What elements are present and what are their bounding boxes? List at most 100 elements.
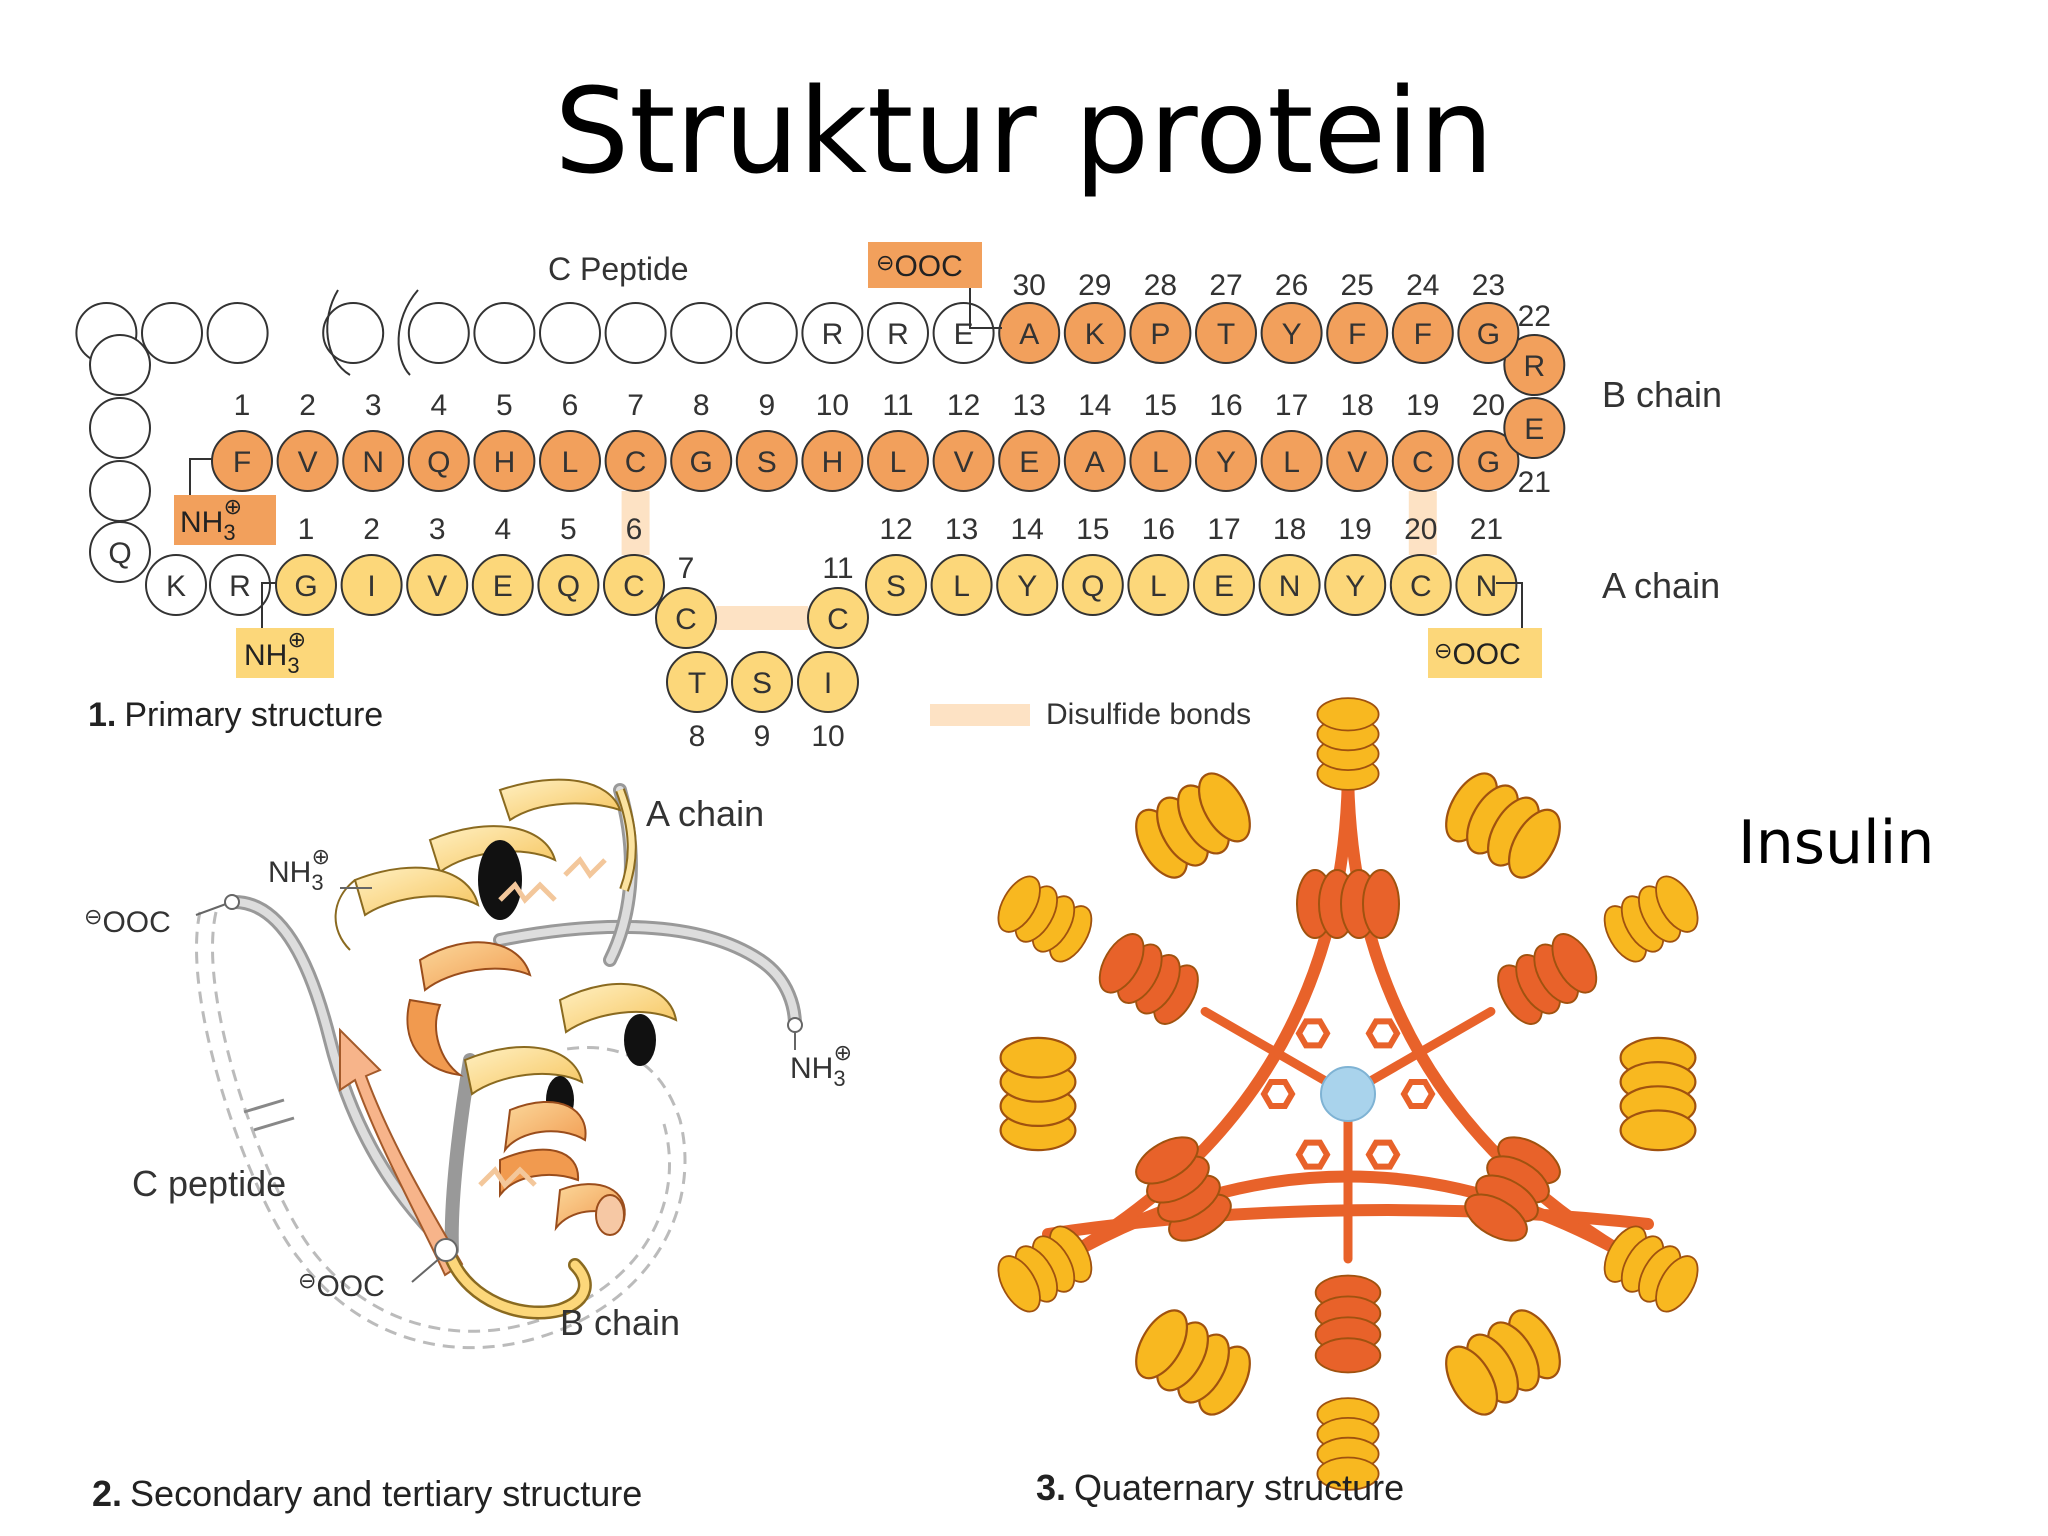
b-chain-number: 14 (1078, 389, 1111, 422)
b-chain-number: 17 (1275, 389, 1308, 422)
hexamer-helix (999, 1036, 1077, 1152)
c-peptide-residue-circle (801, 302, 864, 364)
b-ooc-box (868, 242, 982, 288)
a-chain-residue-letter: C (623, 570, 645, 603)
b-chain-residue: R (1503, 334, 1566, 396)
b-chain-number: 27 (1209, 269, 1242, 302)
b-chain-residue-circle (211, 430, 273, 492)
a-chain-residue: C (603, 554, 665, 616)
secondary-caption: 2.Secondary and tertiary structure (92, 1473, 642, 1514)
c-peptide-residue-circle (867, 302, 929, 364)
b-chain-residue-circle (932, 430, 995, 492)
b-chain-residue-letter: N (362, 446, 384, 479)
a-chain-residue-letter: G (294, 570, 317, 603)
a-chain-number: 12 (879, 513, 912, 546)
c-peptide-residue: R (209, 554, 271, 616)
a-chain-residue-letter: E (493, 570, 513, 603)
a-chain-gray-loop-inner (496, 922, 799, 1029)
b-chain-residue: L (539, 430, 601, 492)
a-chain-number: 5 (560, 513, 577, 546)
b-chain-number: 30 (1013, 269, 1046, 302)
a-chain-residue-circle (930, 554, 993, 616)
c-peptide-dashed-path-2 (211, 911, 672, 1333)
a-chain-residue-letter: Y (1345, 570, 1365, 603)
b-chain-beta-strand (339, 1027, 464, 1277)
a-chain-residue: C (807, 587, 869, 649)
a-chain-number: 13 (945, 513, 978, 546)
b-chain-residue: S (735, 430, 798, 492)
a-chain-number: 16 (1142, 513, 1175, 546)
histidine-ring (1365, 1018, 1401, 1049)
sec-ooc-left-connector (195, 903, 227, 916)
a-chain-residue: V (406, 554, 469, 616)
a-chain-residue: N (1455, 554, 1518, 616)
b-chain-number: 24 (1406, 269, 1439, 302)
c-peptide-residue-letter: Q (108, 537, 131, 570)
a-chain-number: 1 (298, 513, 315, 546)
a-chain-residue: I (797, 651, 859, 713)
b-chain-residue-circle (1260, 302, 1323, 364)
a-nh3-label: NH3⊕ (244, 627, 306, 678)
b-chain-residue-circle (1503, 334, 1566, 396)
b-chain-residue-letter: V (1347, 446, 1367, 479)
b-chain-number: 23 (1472, 269, 1505, 302)
a-chain-residue-letter: S (752, 667, 772, 700)
b-chain-residue-letter: F (1414, 318, 1432, 351)
hexamer-helix-turn (1507, 808, 1561, 879)
b-chain-residue-letter: L (890, 446, 907, 479)
primary-caption: 1.Primary structure (88, 696, 383, 734)
b-chain-residue: N (342, 430, 405, 492)
a-chain-number: 19 (1339, 513, 1372, 546)
hexamer-helix (997, 875, 1093, 963)
a-nh3-box (236, 628, 334, 678)
hexamer-helix (1603, 875, 1699, 963)
b-chain-residue-circle (604, 430, 667, 492)
c-peptide-open-circle (473, 302, 536, 364)
hexamer-helix-turn (999, 1036, 1077, 1079)
a-chain-residue-circle (537, 554, 600, 616)
histidine-ring (1260, 1079, 1296, 1109)
hexamer-helix (1098, 933, 1199, 1025)
b-chain-residue: H (801, 430, 864, 492)
b-ooc-label: ⊖OOC (876, 250, 963, 283)
b-chain-number: 19 (1406, 389, 1439, 422)
b-chain-number: 15 (1144, 389, 1177, 422)
a-chain-number: 4 (494, 513, 511, 546)
b-chain-residue-letter: Y (1216, 446, 1236, 479)
hexamer-helix-turn (1135, 1309, 1189, 1380)
b-chain-residue-letter: G (1477, 318, 1500, 351)
hexamer-helix-turn (1135, 1136, 1199, 1185)
b-chain-residue: A (998, 302, 1061, 364)
hexamer-helix-turn (997, 1255, 1041, 1313)
b-nh3-connector (189, 458, 212, 495)
a-chain-number: 9 (754, 720, 771, 753)
a-chain-residue: Q (537, 554, 600, 616)
hexamer-helix-turn (1464, 1193, 1528, 1242)
b-chain-number: 18 (1341, 389, 1374, 422)
hexamer-backbone (1042, 1204, 1654, 1240)
b-chain-residue: E (1503, 397, 1566, 459)
a-chain-residue: Q (1061, 554, 1124, 616)
hexamer-helix-turn (1619, 1109, 1697, 1152)
b-chain-residue-letter: L (1152, 446, 1169, 479)
c-peptide-dashed-path (195, 911, 687, 1350)
b-chain-residue-circle (1391, 302, 1454, 364)
hexamer-helix (1603, 1225, 1699, 1313)
hexamer-helix (1464, 1136, 1561, 1242)
a-chain-residue-circle (996, 554, 1059, 616)
a-chain-number: 8 (689, 720, 706, 753)
a-chain-number: 10 (811, 720, 844, 753)
a-chain-terminus-dot (787, 1017, 803, 1033)
b-chain-residue-circle (1326, 430, 1389, 492)
a-chain-residue-letter: N (1476, 570, 1498, 603)
slide-title: Struktur protein (554, 62, 1494, 200)
b-chain-residue-circle (1195, 302, 1257, 364)
a-chain-residue-circle (1455, 554, 1518, 616)
b-chain-number: 12 (947, 389, 980, 422)
a-chain-residue-circle (1193, 554, 1255, 616)
b-chain-residue: G (1457, 430, 1520, 492)
hexamer-helix (1314, 1274, 1382, 1374)
b-chain-residue: L (867, 430, 929, 492)
a-chain-residue-circle (1324, 554, 1387, 616)
c-peptide-residue: R (867, 302, 929, 364)
